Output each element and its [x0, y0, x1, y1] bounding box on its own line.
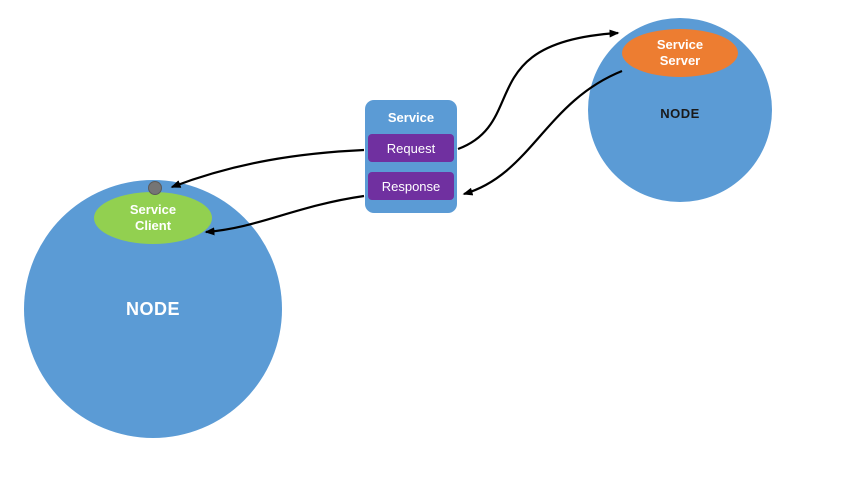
- service-client-ellipse: Service Client: [94, 192, 212, 244]
- service-server-ellipse: Service Server: [622, 29, 738, 77]
- response-box: Response: [368, 172, 454, 200]
- arrow-request-to-client-node: [170, 148, 365, 189]
- service-box: Service Request Response: [365, 100, 457, 213]
- request-box: Request: [368, 134, 454, 162]
- service-server-label-line2: Server: [659, 53, 701, 68]
- left-node-label: NODE: [125, 298, 180, 319]
- service-client-label-line2: Client: [134, 218, 172, 233]
- right-node-label: NODE: [660, 105, 700, 121]
- connection-dot: [148, 181, 162, 195]
- service-client-label-line1: Service: [129, 201, 177, 217]
- service-server-label-line1: Service: [656, 36, 704, 52]
- service-title: Service: [387, 110, 435, 125]
